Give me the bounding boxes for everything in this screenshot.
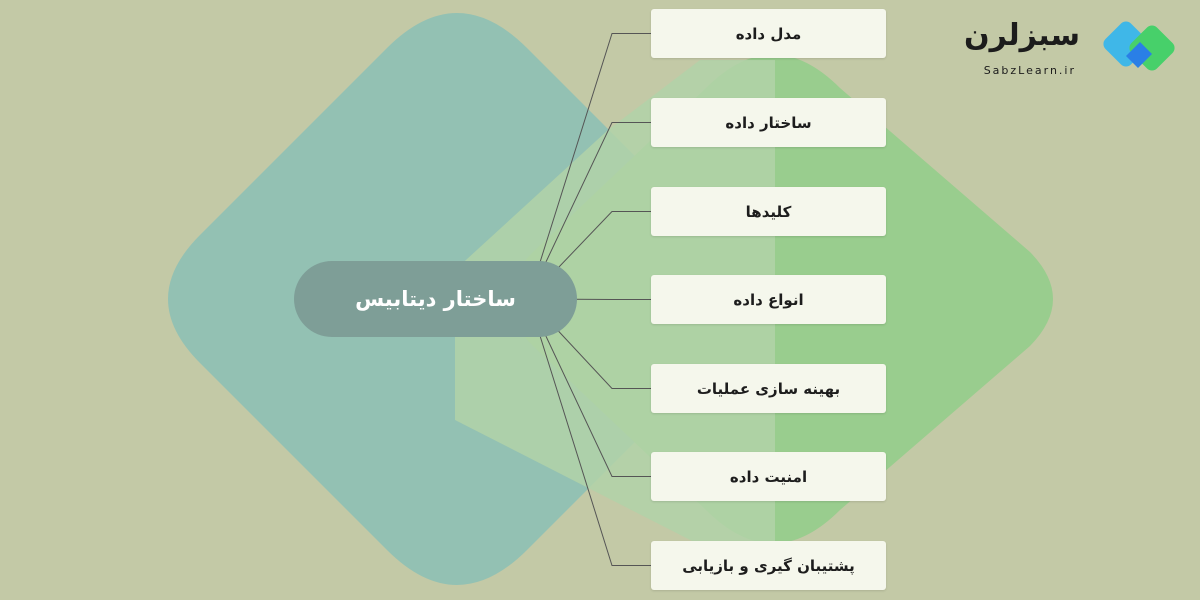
topic-box-data-structure: ساختار داده xyxy=(651,98,886,147)
topic-box-optimization: بهینه سازی عملیات xyxy=(651,364,886,413)
connector-line xyxy=(535,306,651,389)
topic-label: انواع داده xyxy=(733,290,804,309)
topic-box-data-security: امنیت داده xyxy=(651,452,886,501)
brand-domain: SabzLearn.ir xyxy=(983,64,1076,77)
connector-line xyxy=(535,211,651,292)
connector-line xyxy=(535,322,651,566)
central-topic-label: ساختار دیتابیس xyxy=(355,287,516,311)
sabzlearn-logo[interactable]: سبزلرن SabzLearn.ir xyxy=(954,12,1184,82)
topic-box-keys: کلیدها xyxy=(651,187,886,236)
connector-line xyxy=(535,314,651,477)
topic-label: کلیدها xyxy=(745,202,792,221)
overlap-shape xyxy=(455,60,775,545)
connector-line xyxy=(535,33,651,276)
sabzlearn-logo-icon xyxy=(1103,21,1175,71)
topic-label: امنیت داده xyxy=(729,467,808,486)
topic-box-data-model: مدل داده xyxy=(651,9,886,58)
central-topic-node: ساختار دیتابیس xyxy=(294,261,577,337)
topic-label: ساختار داده xyxy=(725,113,812,132)
topic-label: مدل داده xyxy=(735,24,802,43)
brand-name: سبزلرن xyxy=(964,18,1080,53)
topic-label: بهینه سازی عملیات xyxy=(696,379,841,398)
topic-box-data-types: انواع داده xyxy=(651,275,886,324)
connector-line xyxy=(535,122,651,284)
topic-label: پشتیبان گیری و بازیابی xyxy=(682,556,855,575)
topic-box-backup-recovery: پشتیبان گیری و بازیابی xyxy=(651,541,886,590)
connector-lines xyxy=(535,33,651,566)
